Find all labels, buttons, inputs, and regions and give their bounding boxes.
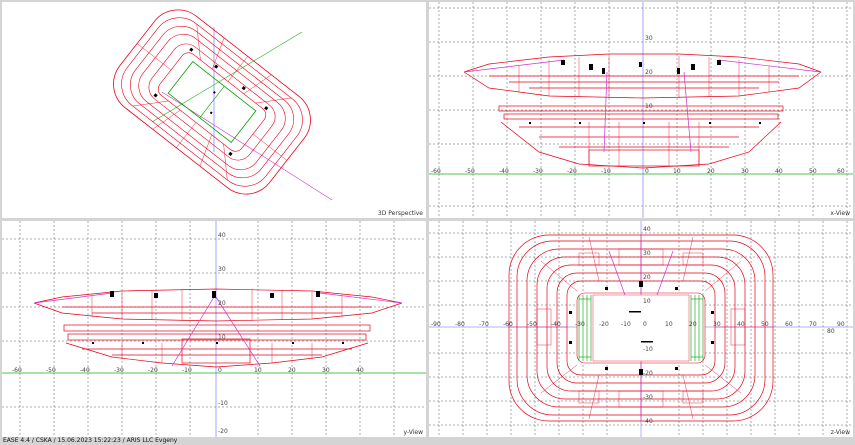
z-view-canvas: -90 -80 -70 -60 -50 -40 -30 -20 -10 0 10…	[429, 221, 853, 437]
viewport-label: z-View	[830, 429, 850, 436]
viewport-z-view[interactable]: -90 -80 -70 -60 -50 -40 -30 -20 -10 0 10…	[429, 221, 853, 437]
viewport-label: 3D Perspective	[377, 210, 423, 217]
svg-text:40: 40	[356, 367, 364, 374]
speaker-markers	[529, 60, 761, 124]
svg-text:-90: -90	[431, 321, 441, 328]
svg-text:-20: -20	[643, 370, 653, 377]
svg-text:-40: -40	[80, 367, 90, 374]
svg-text:70: 70	[809, 321, 817, 328]
status-bar: EASE 4.4 / CSKA / 15.06.2023 15:22:23 / …	[0, 437, 855, 445]
svg-text:80: 80	[827, 328, 835, 335]
pitch-plan	[576, 292, 706, 364]
svg-text:-30: -30	[643, 394, 653, 401]
svg-text:0: 0	[643, 321, 647, 328]
pitch-outline	[167, 61, 257, 143]
svg-text:-50: -50	[46, 367, 56, 374]
svg-text:-40: -40	[499, 168, 509, 175]
svg-text:10: 10	[645, 103, 653, 110]
speaker-aim-lines	[33, 292, 403, 367]
viewport-label: x-View	[830, 210, 850, 217]
svg-text:-40: -40	[551, 321, 561, 328]
svg-text:-10: -10	[643, 346, 653, 353]
svg-text:-60: -60	[431, 168, 441, 175]
svg-text:30: 30	[645, 35, 653, 42]
speaker-markers	[569, 281, 714, 375]
z-view-ticks: -90 -80 -70 -60 -50 -40 -30 -20 -10 0 10…	[431, 226, 845, 425]
svg-text:60: 60	[785, 321, 793, 328]
x-view-canvas: -60 -50 -40 -30 -20 -10 0 10 20 30 40 50…	[429, 2, 853, 218]
speaker-markers	[92, 291, 344, 344]
svg-text:-70: -70	[479, 321, 489, 328]
svg-text:30: 30	[218, 266, 226, 273]
svg-text:-30: -30	[533, 168, 543, 175]
svg-text:0: 0	[218, 367, 222, 374]
svg-text:10: 10	[643, 298, 651, 305]
axis-y-line	[151, 31, 303, 123]
stadium-model-y-view	[33, 288, 403, 368]
svg-text:-30: -30	[114, 367, 124, 374]
svg-text:10: 10	[218, 334, 226, 341]
grid	[2, 221, 426, 437]
svg-text:40: 40	[775, 168, 783, 175]
svg-text:10: 10	[673, 168, 681, 175]
stadium-model-x-view	[463, 53, 822, 169]
svg-text:-20: -20	[148, 367, 158, 374]
y-view-canvas: -60 -50 -40 -30 -20 -10 0 10 20 30 40 40…	[2, 221, 426, 437]
svg-text:-50: -50	[527, 321, 537, 328]
svg-text:-80: -80	[455, 321, 465, 328]
svg-text:20: 20	[689, 321, 697, 328]
viewport-y-view[interactable]: -60 -50 -40 -30 -20 -10 0 10 20 30 40 40…	[2, 221, 426, 437]
svg-text:-60: -60	[503, 321, 513, 328]
svg-text:-50: -50	[465, 168, 475, 175]
svg-text:30: 30	[713, 321, 721, 328]
svg-text:10: 10	[254, 367, 262, 374]
svg-text:20: 20	[707, 168, 715, 175]
svg-text:20: 20	[288, 367, 296, 374]
viewport-x-view[interactable]: -60 -50 -40 -30 -20 -10 0 10 20 30 40 50…	[429, 2, 853, 218]
viewport-label: y-View	[403, 429, 424, 436]
svg-text:40: 40	[218, 232, 226, 239]
svg-text:-60: -60	[12, 367, 22, 374]
svg-text:60: 60	[837, 168, 845, 175]
stadium-model-perspective	[113, 9, 311, 195]
svg-text:30: 30	[643, 250, 651, 257]
svg-text:40: 40	[643, 226, 651, 233]
svg-text:-10: -10	[182, 367, 192, 374]
svg-text:-30: -30	[575, 321, 585, 328]
svg-text:40: 40	[737, 321, 745, 328]
svg-text:-40: -40	[643, 418, 653, 425]
svg-text:20: 20	[645, 69, 653, 76]
viewport-3d-perspective[interactable]: 3D Perspective	[2, 2, 426, 218]
perspective-canvas	[113, 9, 333, 201]
y-view-ticks: -60 -50 -40 -30 -20 -10 0 10 20 30 40 40…	[12, 232, 364, 435]
svg-text:-20: -20	[567, 168, 577, 175]
svg-text:20: 20	[218, 300, 226, 307]
svg-text:-10: -10	[218, 400, 228, 407]
svg-text:30: 30	[322, 367, 330, 374]
svg-text:-10: -10	[601, 168, 611, 175]
svg-text:20: 20	[643, 274, 651, 281]
svg-text:30: 30	[741, 168, 749, 175]
svg-text:0: 0	[645, 168, 649, 175]
svg-text:-20: -20	[599, 321, 609, 328]
svg-text:10: 10	[665, 321, 673, 328]
svg-text:-10: -10	[621, 321, 631, 328]
grid	[429, 2, 853, 218]
x-view-ticks: -60 -50 -40 -30 -20 -10 0 10 20 30 40 50…	[431, 35, 845, 175]
svg-text:50: 50	[761, 321, 769, 328]
svg-text:-20: -20	[218, 428, 228, 435]
svg-text:90: 90	[837, 321, 845, 328]
svg-text:50: 50	[809, 168, 817, 175]
speaker-aim-lines	[463, 59, 822, 153]
